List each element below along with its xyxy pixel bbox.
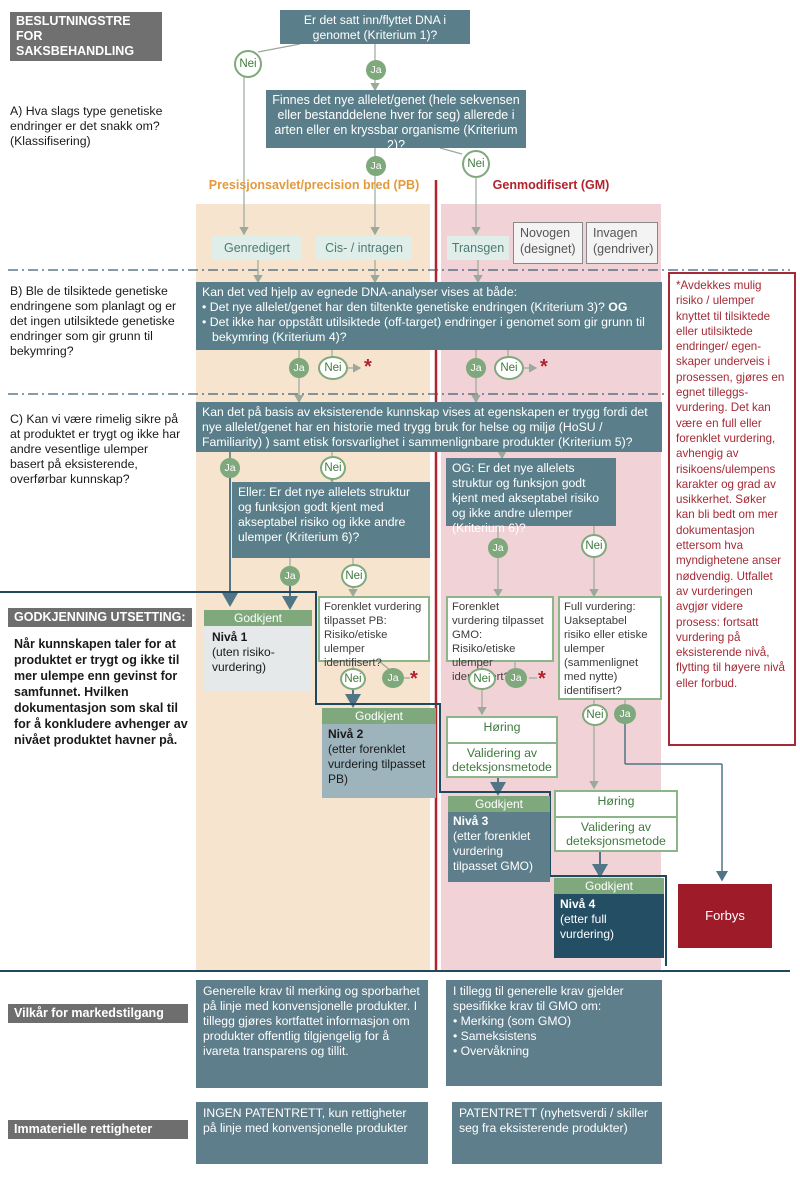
level-1-badge: Godkjent: [204, 610, 312, 626]
circle-nei-1: Nei: [234, 50, 262, 78]
question-a: A) Hva slags type genetiske endringer er…: [10, 104, 163, 148]
level-2-desc: (etter forenklet vurdering tilpasset PB): [328, 742, 426, 786]
label-ip-rights: Immaterielle rettigheter: [8, 1120, 188, 1139]
circle-ja-c-pb: Ja: [220, 458, 240, 478]
box-simplified-pb: Forenklet vurdering tilpasset PB: Risiko…: [318, 596, 430, 669]
level-4-badge: Godkjent: [554, 878, 664, 894]
question-c: C) Kan vi være rimelig sikre på at produ…: [10, 412, 181, 486]
category-novogen: Novogen (designet): [513, 222, 583, 264]
circle-nei-c-pb: Nei: [320, 456, 346, 480]
circle-ja-c6-pb: Ja: [280, 566, 300, 586]
approval-title: GODKJENNING UTSETTING:: [8, 608, 192, 627]
level-1-name: Nivå 1: [212, 630, 248, 644]
market-gm-item-1: • Merking (som GMO): [453, 1014, 572, 1028]
header-pb: Presisjonsavlet/precision bred (PB): [208, 178, 420, 192]
box-criteria-3-4: Kan det ved hjelp av egnede DNA-analyser…: [196, 282, 662, 350]
approval-text: Når kunnskapen taler for at produktet er…: [14, 637, 188, 747]
level-3-name: Nivå 3: [453, 814, 489, 828]
star-gmo-simplified: *: [538, 668, 546, 690]
level-4-card: Godkjent Nivå 4 (etter full vurdering): [554, 878, 664, 958]
header-gm: Genmodifisert (GM): [492, 178, 610, 192]
box-question-allele: Finnes det nye allelet/genet (hele sekve…: [266, 90, 526, 152]
side-note-additional-assessment: *Avdekkes mulig risiko / ulemper knyttet…: [668, 272, 796, 746]
circle-ja-c6-gm: Ja: [488, 538, 508, 558]
level-3-desc: (etter forenklet vurdering tilpasset GMO…: [453, 829, 534, 873]
box-question-dna: Er det satt inn/flyttet DNA i genomet (K…: [280, 10, 470, 44]
box-ip-gm: PATENTRETT (nyhetsverdi / skiller seg fr…: [452, 1102, 662, 1164]
level-4-desc: (etter full vurdering): [560, 912, 615, 941]
hearing-validation-gmo: Høring Validering av deteksjonsmetode: [446, 716, 558, 778]
validation-label-1: Validering av deteksjonsmetode: [446, 744, 558, 778]
box-criterion-6-pb: Eller: Er det nye allelets struktur og f…: [232, 482, 430, 558]
circle-nei-c6-pb: Nei: [341, 564, 367, 588]
star-b-gm: *: [540, 356, 548, 378]
circle-ja-b-pb: Ja: [289, 358, 309, 378]
market-gm-intro: I tillegg til generelle krav gjelder spe…: [453, 984, 624, 1013]
b-item-1: • Det nye allelet/genet har den tiltenkt…: [202, 300, 628, 314]
category-transgen: Transgen: [447, 236, 509, 260]
level-1-card: Godkjent Nivå 1 (uten risiko-vurdering): [204, 610, 312, 692]
circle-ja-1: Ja: [366, 60, 386, 80]
circle-nei-c6-gm: Nei: [581, 534, 607, 558]
question-b: B) Ble de tilsiktede genetiske endringen…: [10, 284, 177, 358]
hearing-validation-full: Høring Validering av deteksjonsmetode: [554, 790, 678, 852]
level-2-name: Nivå 2: [328, 727, 364, 741]
hearing-label-2: Høring: [554, 790, 678, 818]
label-market-access: Vilkår for markedstilgang: [8, 1004, 188, 1023]
b-intro: Kan det ved hjelp av egnede DNA-analyser…: [202, 285, 518, 299]
level-1-desc: (uten risiko-vurdering): [212, 645, 275, 674]
circle-ja-gmo-simplified: Ja: [505, 668, 527, 688]
category-genredigert: Genredigert: [212, 236, 302, 260]
category-cis-intragen: Cis- / intragen: [316, 236, 412, 260]
circle-ja-full: Ja: [614, 704, 636, 724]
validation-label-2: Validering av deteksjonsmetode: [554, 818, 678, 852]
circle-nei-b-pb: Nei: [318, 356, 348, 380]
circle-ja-b-gm: Ja: [466, 358, 486, 378]
box-market-pb: Generelle krav til merking og sporbarhet…: [196, 980, 428, 1088]
box-criterion-5: Kan det på basis av eksisterende kunnska…: [196, 402, 662, 452]
level-3-badge: Godkjent: [448, 796, 550, 812]
box-ip-pb: INGEN PATENTRETT, kun rettigheter på lin…: [196, 1102, 428, 1164]
box-full-assessment: Full vurdering: Uakseptabel risiko eller…: [558, 596, 662, 700]
b-item-2: • Det ikke har oppstått utilsiktede (off…: [202, 315, 645, 344]
level-2-badge: Godkjent: [322, 708, 436, 724]
star-b-pb: *: [364, 356, 372, 378]
circle-nei-gmo-simplified: Nei: [468, 668, 496, 690]
circle-nei-2: Nei: [462, 150, 490, 178]
market-gm-item-2: • Sameksistens: [453, 1029, 537, 1043]
level-4-name: Nivå 4: [560, 897, 596, 911]
box-simplified-gmo: Forenklet vurdering tilpasset GMO: Risik…: [446, 596, 554, 683]
box-forbidden: Forbys: [678, 884, 772, 948]
level-2-card: Godkjent Nivå 2 (etter forenklet vurderi…: [322, 708, 436, 798]
box-market-gm: I tillegg til generelle krav gjelder spe…: [446, 980, 662, 1086]
page-title: BESLUTNINGSTRE FOR SAKSBEHANDLING: [10, 12, 162, 61]
circle-ja-pb-simplified: Ja: [382, 668, 404, 688]
market-gm-item-3: • Overvåkning: [453, 1044, 530, 1058]
circle-nei-b-gm: Nei: [494, 356, 524, 380]
circle-nei-pb-simplified: Nei: [340, 668, 366, 690]
hearing-label-1: Høring: [446, 716, 558, 744]
circle-nei-full: Nei: [582, 704, 608, 726]
circle-ja-2: Ja: [366, 156, 386, 176]
category-invagen: Invagen (gendriver): [586, 222, 658, 264]
level-3-card: Godkjent Nivå 3 (etter forenklet vurderi…: [448, 796, 550, 882]
star-pb-simplified: *: [410, 668, 418, 690]
box-criterion-6-gm: OG: Er det nye allelets struktur og funk…: [446, 458, 616, 535]
